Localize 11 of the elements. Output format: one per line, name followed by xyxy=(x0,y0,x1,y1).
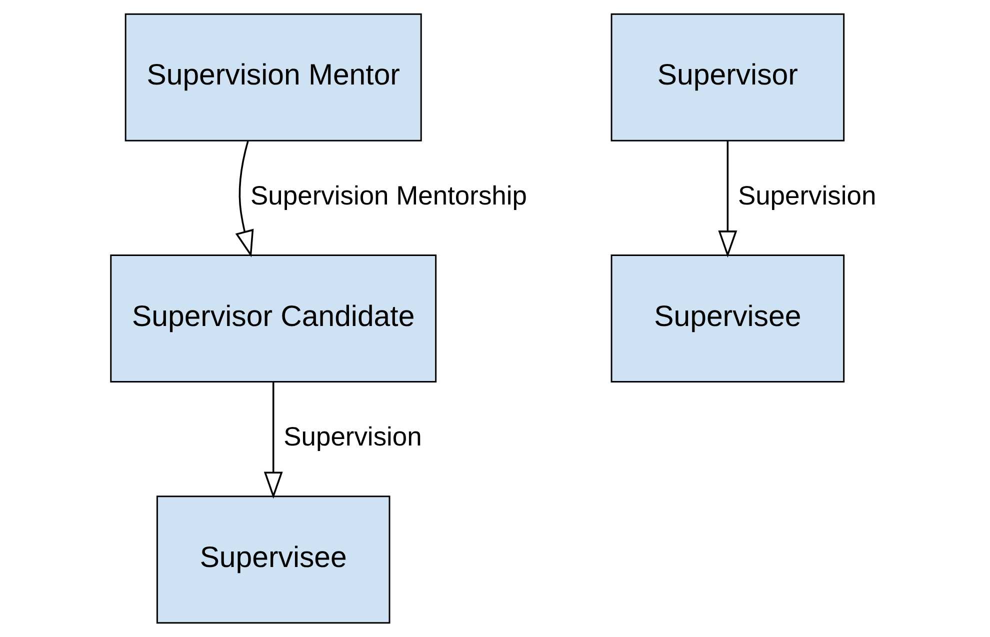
node-box: Supervisor Candidate xyxy=(110,254,437,382)
arrow xyxy=(264,382,283,499)
node-box: Supervision Mentor xyxy=(124,13,422,142)
arrow xyxy=(718,140,738,258)
node-box: Supervisee xyxy=(156,496,390,624)
node-box: Supervisor xyxy=(610,13,845,142)
edge-label: Supervision Mentorship xyxy=(250,180,527,210)
edge-label: Supervision xyxy=(738,180,876,210)
edge-label: Supervision xyxy=(284,422,422,452)
arrow xyxy=(235,140,254,258)
node-box: Supervisee xyxy=(610,254,845,382)
